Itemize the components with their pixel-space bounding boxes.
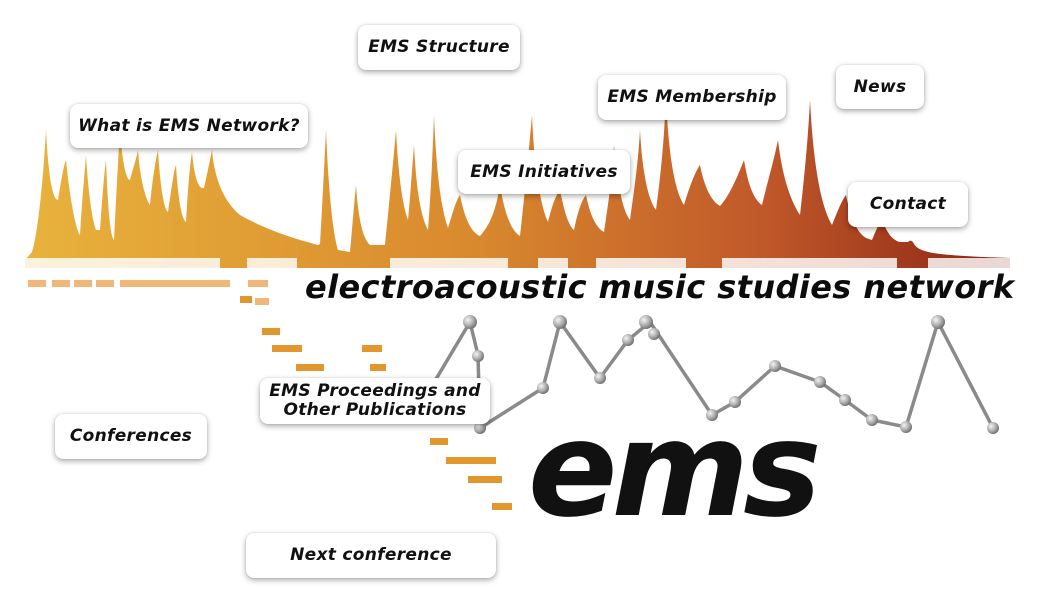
nav-conferences-label: Conferences <box>69 426 193 446</box>
nav-conferences[interactable]: Conferences <box>55 414 207 459</box>
dash-accent-row <box>28 280 269 305</box>
staircase-accent <box>240 296 512 510</box>
nav-ems-initiatives-label: EMS Initiatives <box>470 161 618 182</box>
connector-nodes <box>463 315 999 434</box>
nav-ems-structure[interactable]: EMS Structure <box>358 25 520 70</box>
nav-what-is-ems[interactable]: What is EMS Network? <box>70 104 308 148</box>
nav-ems-initiatives[interactable]: EMS Initiatives <box>458 150 630 194</box>
nav-ems-proceedings-label-line2: Other Publications <box>283 400 467 420</box>
site-tagline: electroacoustic music studies network <box>305 268 1015 306</box>
nav-contact[interactable]: Contact <box>848 182 968 227</box>
waveform-graphic <box>25 95 1010 268</box>
nav-ems-membership[interactable]: EMS Membership <box>598 75 786 120</box>
nav-what-is-ems-label: What is EMS Network? <box>78 115 300 136</box>
ems-logo[interactable]: ems <box>528 393 822 547</box>
nav-news[interactable]: News <box>836 65 924 109</box>
nav-contact-label: Contact <box>869 194 947 214</box>
nav-next-conference-label: Next conference <box>290 545 452 565</box>
tagline-backdrop-blocks <box>25 258 1014 326</box>
nav-ems-proceedings-label-line1: EMS Proceedings and <box>269 381 481 401</box>
nav-ems-proceedings[interactable]: EMS Proceedings and Other Publications <box>260 378 490 424</box>
nav-ems-membership-label: EMS Membership <box>607 87 777 107</box>
nav-next-conference[interactable]: Next conference <box>246 533 496 578</box>
nav-news-label: News <box>853 76 907 97</box>
nav-ems-structure-label: EMS Structure <box>368 37 510 57</box>
